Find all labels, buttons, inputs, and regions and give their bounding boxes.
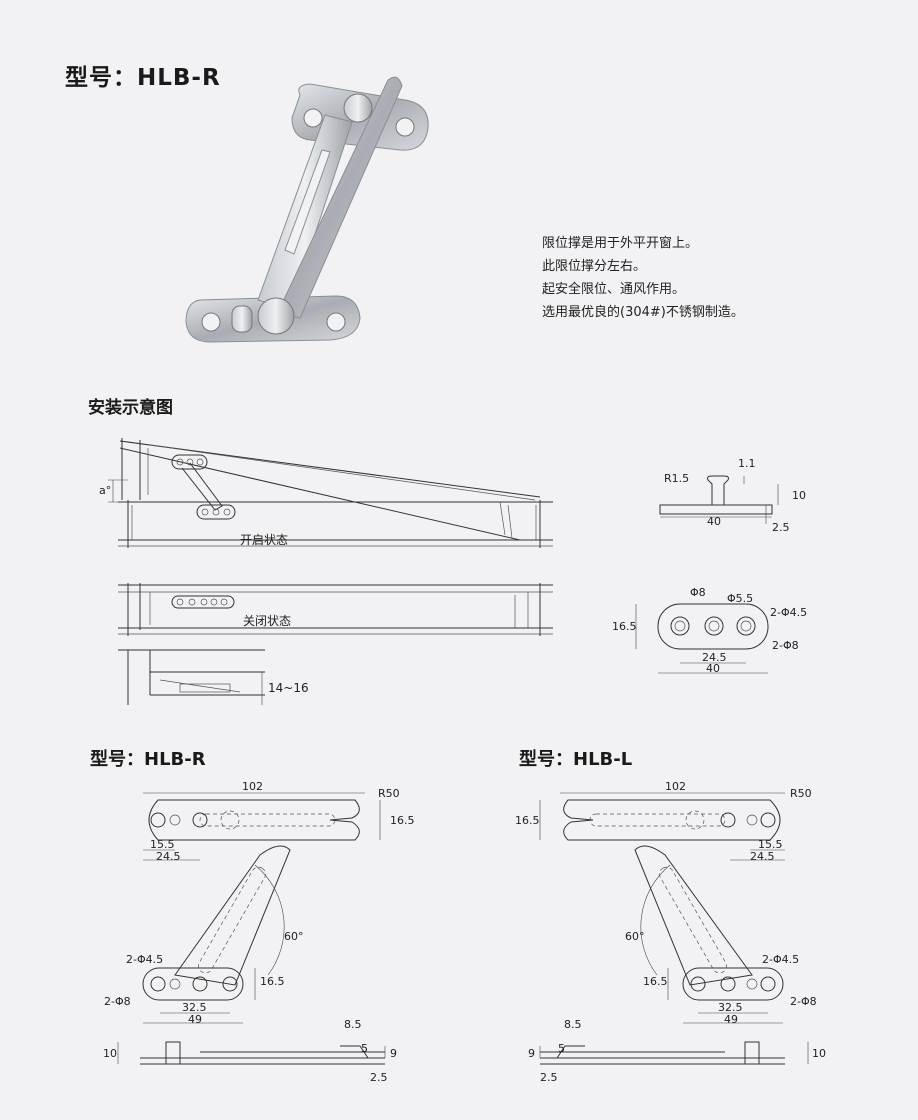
plate-pitch: 24.5 [702,651,727,664]
r-s25: 2.5 [370,1071,388,1084]
closed-state-label: 关闭状态 [243,614,292,628]
l-d325: 32.5 [718,1001,743,1014]
l-angle: 60° [625,930,645,943]
l-holes-8: 2-Φ8 [790,995,817,1008]
install-section-title: 安装示意图 [88,398,173,418]
model-l-title: 型号：HLB-L [519,749,633,770]
l-s9: 9 [528,1047,535,1060]
rivet-thickness: 2.5 [772,521,790,534]
r-holes-45: 2-Φ4.5 [126,953,164,966]
plate-holes-45: 2-Φ4.5 [770,606,808,619]
r-angle: 60° [284,930,304,943]
rivet-dim-1: 1.1 [738,457,756,470]
r-d49: 49 [188,1013,202,1026]
description-line: 此限位撑分左右。 [542,259,647,274]
r-d245: 24.5 [156,850,181,863]
model-r-title: 型号：HLB-R [90,749,206,770]
l-height: 16.5 [515,814,540,827]
l-d155: 15.5 [758,838,783,851]
open-state-label: 开启状态 [240,533,289,547]
rivet-radius: R1.5 [664,472,690,485]
r-h165: 16.5 [260,975,285,988]
product-photo [185,76,429,343]
l-d49: 49 [724,1013,738,1026]
l-h165: 16.5 [643,975,668,988]
description-block: 限位撑是用于外平开窗上。 此限位撑分左右。 起安全限位、通风作用。 选用最优良的… [542,232,744,324]
angle-label: a° [99,484,112,497]
description-line: 选用最优良的(304#)不锈钢制造。 [542,305,744,320]
r-radius: R50 [378,787,400,800]
l-s25: 2.5 [540,1071,558,1084]
description-line: 起安全限位、通风作用。 [542,282,686,297]
l-s5: 5 [558,1042,565,1055]
l-radius: R50 [790,787,812,800]
plate-width: 40 [706,662,720,675]
l-s10: 10 [812,1047,826,1060]
plate-holes-8: 2-Φ8 [772,639,799,652]
l-length: 102 [665,780,686,793]
r-d155: 15.5 [150,838,175,851]
r-s9: 9 [390,1047,397,1060]
page-title: 型号：HLB-R [65,65,221,91]
l-s85: 8.5 [564,1018,582,1031]
r-holes-8: 2-Φ8 [104,995,131,1008]
l-holes-45: 2-Φ4.5 [762,953,800,966]
r-s85: 8.5 [344,1018,362,1031]
r-height: 16.5 [390,814,415,827]
r-length: 102 [242,780,263,793]
r-d325: 32.5 [182,1001,207,1014]
l-d245: 24.5 [750,850,775,863]
plate-phi55: Φ5.5 [727,592,754,605]
description-line: 限位撑是用于外平开窗上。 [542,236,699,251]
r-s5: 5 [361,1042,368,1055]
gap-label: 14~16 [268,681,309,695]
rivet-width: 40 [707,515,721,528]
rivet-height: 10 [792,489,806,502]
r-s10: 10 [103,1047,117,1060]
plate-height: 16.5 [612,620,637,633]
plate-phi8: Φ8 [690,586,706,599]
